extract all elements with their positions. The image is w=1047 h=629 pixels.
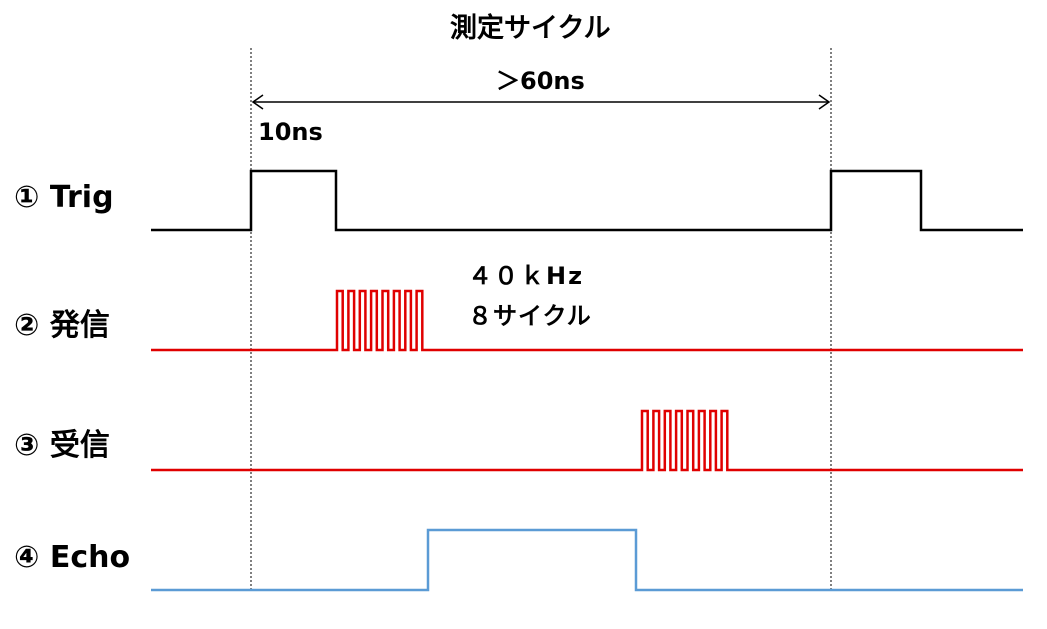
signal-label-echo: ④ Echo [14, 540, 131, 575]
signal-label-trig: ① Trig [14, 180, 114, 215]
echo-waveform [151, 528, 1023, 592]
signal-label-recv: ③ 受信 [14, 428, 110, 463]
send-waveform [151, 289, 1023, 352]
burst-cycles-label: ８サイクル [468, 302, 592, 330]
trig-waveform [151, 169, 1023, 232]
period-arrow-right-head [818, 94, 831, 110]
recv-waveform [151, 409, 1023, 472]
burst-frequency-label: ４０ｋHz [468, 262, 585, 290]
signal-label-send: ② 発信 [14, 308, 110, 343]
period-arrow-left-head [251, 94, 264, 110]
period-label: ＞60ns [496, 67, 585, 95]
measurement-cycle-title: 測定サイクル [450, 13, 611, 44]
trigger-pulse-width-label: 10ns [258, 118, 323, 146]
